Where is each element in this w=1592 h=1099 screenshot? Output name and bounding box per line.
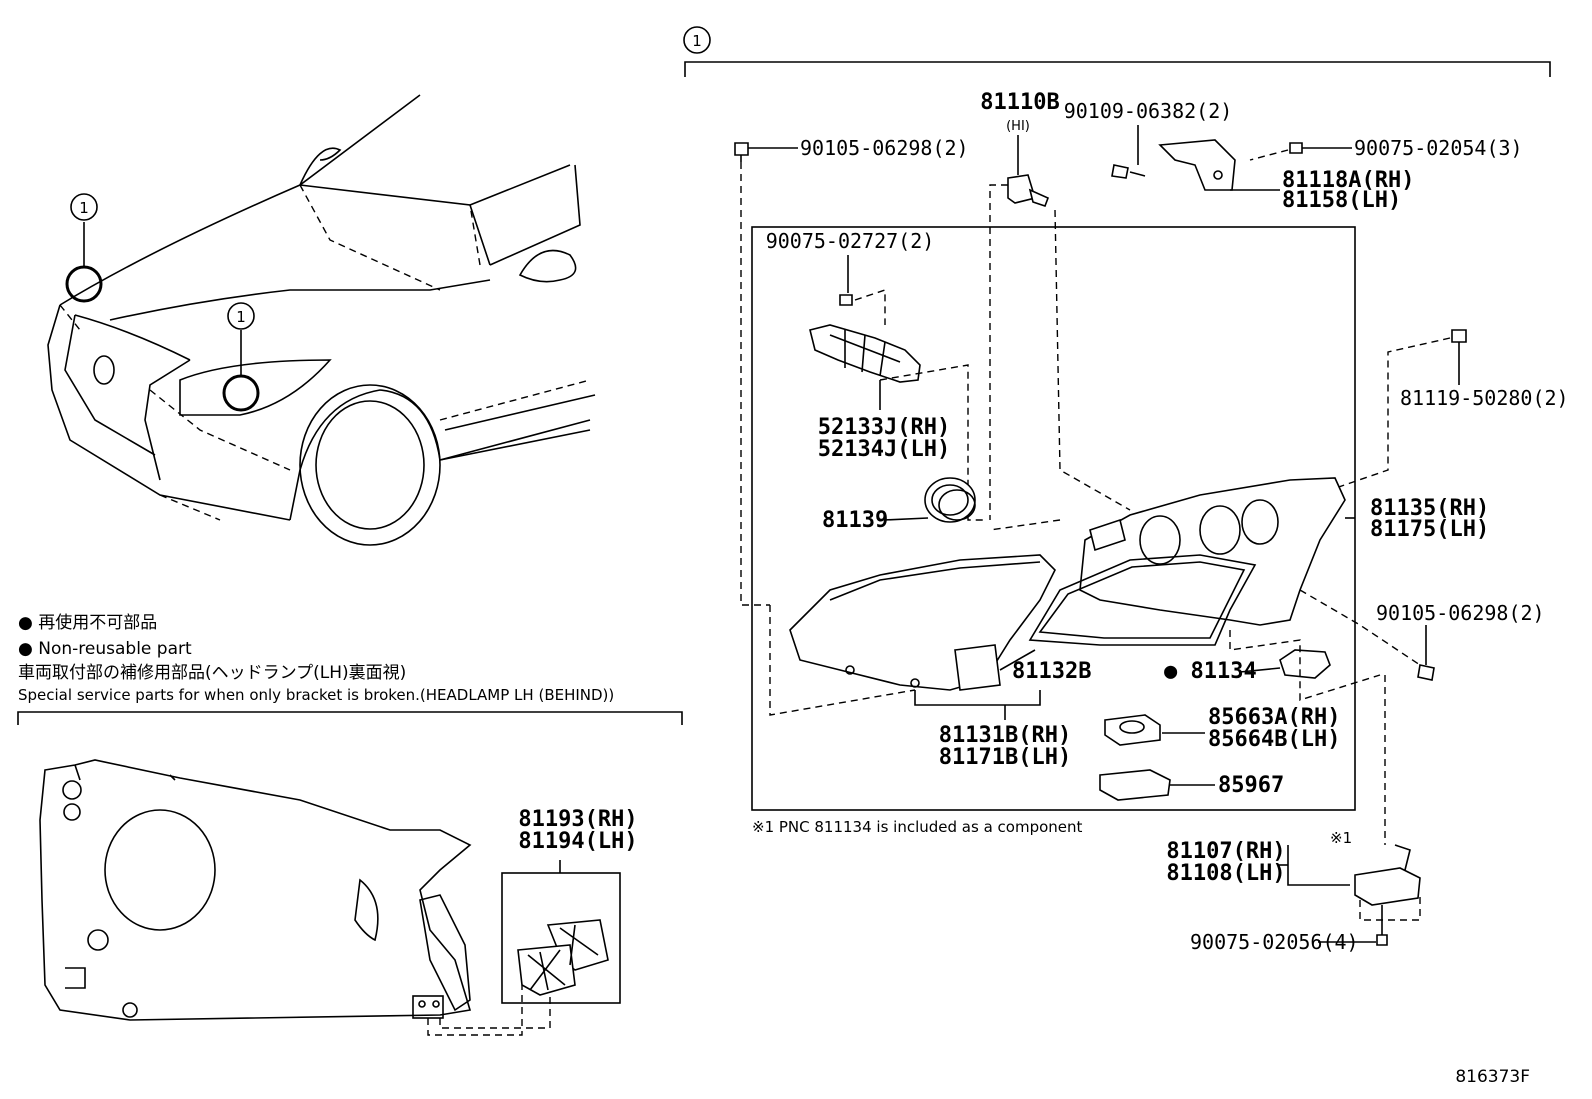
label-81131b: 81131B(RH) bbox=[939, 723, 1071, 748]
legend-bracket-en: Special service parts for when only brac… bbox=[18, 686, 614, 704]
housing-81135 bbox=[1079, 477, 1421, 666]
seal-81134 bbox=[1229, 630, 1381, 701]
label-81135: 81135(RH) bbox=[1370, 496, 1489, 521]
screw-90105-top bbox=[734, 142, 798, 606]
label-81118a: 81118A(RH) bbox=[1282, 168, 1414, 193]
cap-81139 bbox=[883, 477, 976, 523]
note-mark: ※1 bbox=[1330, 829, 1352, 847]
label-90105-top: 90105-06298(2) bbox=[800, 136, 969, 160]
label-81110b: 81110B bbox=[980, 90, 1059, 115]
label-90109: 90109-06382(2) bbox=[1064, 99, 1233, 123]
legend-non-reusable-jp: ● 再使用不可部品 bbox=[18, 612, 157, 633]
label-81158: 81158(LH) bbox=[1282, 188, 1401, 213]
label-81110b-sub: (HI) bbox=[1006, 119, 1030, 134]
label-81119: 81119-50280(2) bbox=[1400, 386, 1569, 410]
svg-text:1: 1 bbox=[236, 308, 246, 326]
label-52134j: 52134J(LH) bbox=[818, 437, 950, 462]
label-81175: 81175(LH) bbox=[1370, 517, 1489, 542]
bracket-52133j bbox=[809, 255, 985, 521]
label-90075-02727: 90075-02727(2) bbox=[766, 229, 935, 253]
screw-81119 bbox=[1329, 329, 1467, 491]
ballast-81107 bbox=[1278, 844, 1421, 946]
callout-marker-1b: 1 bbox=[227, 302, 255, 330]
legend: ● 再使用不可部品 ● Non-reusable part 車両取付部の補修用部… bbox=[17, 612, 683, 725]
svg-text:1: 1 bbox=[79, 199, 89, 217]
note-component: ※1 PNC 811134 is included as a component bbox=[752, 818, 1083, 836]
gasket-81132b bbox=[999, 554, 1257, 671]
screw-90105-right bbox=[1384, 625, 1435, 845]
label-81132b: 81132B bbox=[1012, 659, 1091, 684]
assembly-bracket-line bbox=[684, 61, 1551, 77]
car-front-illustration bbox=[47, 94, 596, 546]
bulb-81110b bbox=[989, 135, 1131, 520]
module-85967 bbox=[1099, 769, 1215, 801]
figure-id: 816373F bbox=[1455, 1067, 1530, 1087]
svg-text:1: 1 bbox=[692, 32, 702, 50]
module-85663a bbox=[1104, 714, 1205, 746]
label-81194: 81194(LH) bbox=[518, 829, 637, 854]
bracket-81118a bbox=[1111, 125, 1352, 191]
label-90075-02056: 90075-02056(4) bbox=[1190, 930, 1359, 954]
label-81108: 81108(LH) bbox=[1166, 861, 1285, 886]
callout-marker-1a: 1 bbox=[70, 193, 98, 221]
headlamp-rear-view bbox=[39, 759, 551, 1036]
label-85967: 85967 bbox=[1218, 773, 1284, 798]
label-90075-02054: 90075-02054(3) bbox=[1354, 136, 1523, 160]
legend-bracket-jp: 車両取付部の補修用部品(ヘッドランプ(LH)裏面視) bbox=[18, 662, 406, 683]
label-81134: ● 81134 bbox=[1164, 659, 1257, 684]
label-81171b: 81171B(LH) bbox=[939, 745, 1071, 770]
callout-marker-1c: 1 bbox=[683, 26, 711, 54]
legend-non-reusable-en: ● Non-reusable part bbox=[18, 639, 192, 659]
bracket-81193-box bbox=[501, 860, 621, 1004]
label-81139: 81139 bbox=[822, 508, 888, 533]
label-81107: 81107(RH) bbox=[1166, 839, 1285, 864]
label-85664b: 85664B(LH) bbox=[1208, 727, 1340, 752]
lens-81131b bbox=[769, 519, 1061, 720]
label-81193: 81193(RH) bbox=[518, 807, 637, 832]
label-52133j: 52133J(RH) bbox=[818, 415, 950, 440]
label-90105-right: 90105-06298(2) bbox=[1376, 601, 1545, 625]
label-85663a: 85663A(RH) bbox=[1208, 705, 1340, 730]
